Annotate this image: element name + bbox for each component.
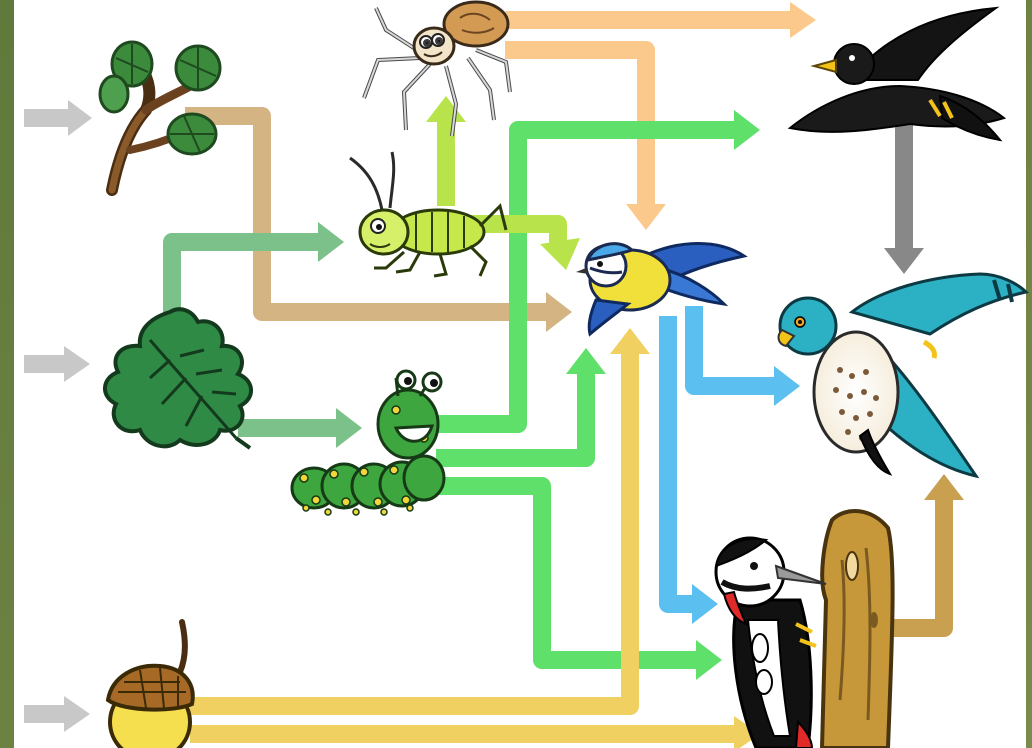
- tree-trunk: [822, 511, 893, 748]
- bud-lower: [168, 114, 216, 154]
- bud-small: [100, 76, 128, 112]
- bud-top-right: [176, 46, 220, 90]
